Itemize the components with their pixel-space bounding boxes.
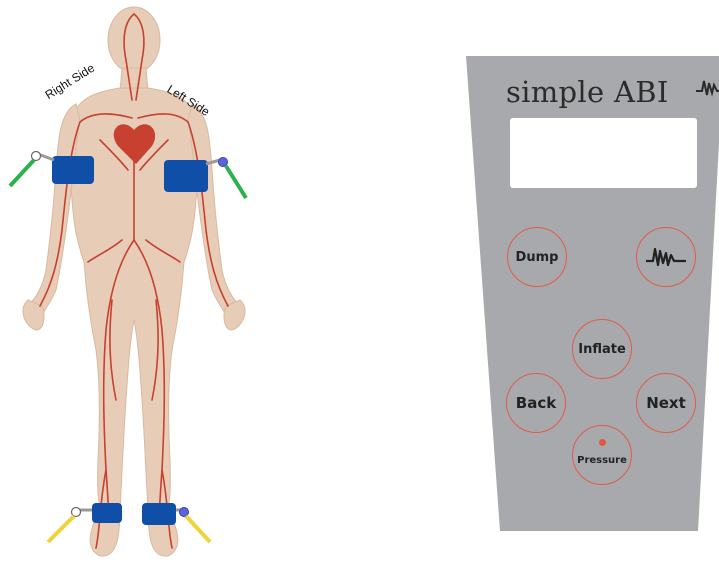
brand-logo: simple ABI ™ xyxy=(506,75,669,109)
simpleabi-device-panel: simple ABI ™ Dump Inflate Back Next Pres… xyxy=(466,53,719,533)
logo-waveform-icon xyxy=(696,77,719,99)
right-ankle-cuff xyxy=(92,503,122,523)
pressure-button[interactable]: Pressure xyxy=(572,425,632,485)
waveform-button[interactable] xyxy=(636,227,696,287)
left-arm-cuff xyxy=(164,160,208,192)
inflate-button[interactable]: Inflate xyxy=(572,319,632,379)
dump-button-label: Dump xyxy=(516,250,559,265)
dump-button[interactable]: Dump xyxy=(507,227,567,287)
next-button[interactable]: Next xyxy=(636,373,696,433)
pressure-indicator-led xyxy=(599,439,606,446)
brand-name: simple ABI xyxy=(506,75,669,109)
back-button-label: Back xyxy=(516,394,556,412)
next-button-label: Next xyxy=(646,394,686,412)
right-arm-cuff xyxy=(52,156,94,184)
left-ankle-cuff xyxy=(142,503,176,525)
body-silhouette xyxy=(0,0,260,563)
pressure-button-label: Pressure xyxy=(577,455,627,466)
back-button[interactable]: Back xyxy=(506,373,566,433)
inflate-button-label: Inflate xyxy=(578,342,626,357)
pulse-waveform-icon xyxy=(644,243,688,271)
anatomy-figure: Right Side Left Side xyxy=(0,0,260,563)
device-display xyxy=(510,118,697,188)
